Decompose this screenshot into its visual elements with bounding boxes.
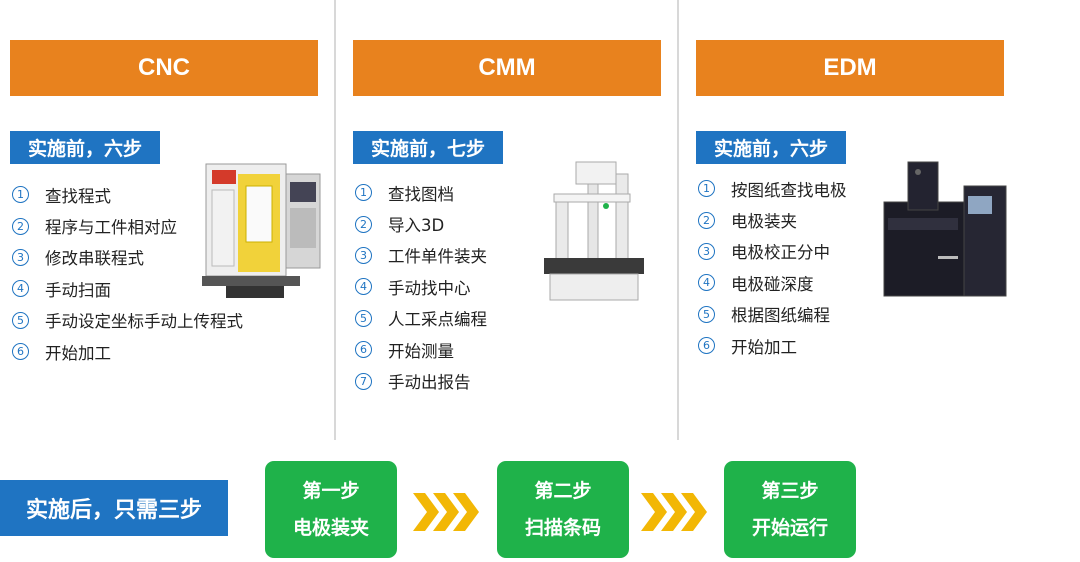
list-item: 1 查找程式 (10, 179, 243, 210)
list-item: 6 开始测量 (353, 334, 487, 365)
step-text: 手动设定坐标手动上传程式 (45, 312, 243, 332)
step-number: 3 (355, 246, 372, 264)
edm-header: EDM (696, 40, 1004, 96)
step-text: 开始加工 (45, 343, 111, 363)
chevron-arrows-icon (413, 493, 479, 531)
step-text: 电极碰深度 (731, 274, 814, 294)
step-title: 第一步 (302, 480, 360, 503)
edm-before-label: 实施前，六步 (696, 131, 847, 164)
cnc-column: CNC 实施前，六步 1 查找程式 2 程序与工件相对应 3 修改串联程式 4 手动扫面… (10, 40, 318, 363)
step-text: 查找图档 (388, 184, 454, 204)
list-item: 5 人工采点编程 (353, 303, 487, 334)
step-number: 4 (12, 280, 29, 298)
list-item: 1 按图纸查找电极 (696, 173, 847, 204)
step-number: 2 (12, 217, 29, 235)
edm-column: EDM 实施前，六步 1 按图纸查找电极 2 电极装夹 3 电极校正分中 4 电极碰深度… (696, 40, 1004, 357)
step-number: 6 (355, 341, 372, 359)
list-item: 3 工件单件装夹 (353, 240, 487, 271)
cnc-header: CNC (10, 40, 318, 96)
column-divider (677, 0, 679, 440)
edm-machine-image (883, 161, 1007, 297)
after-step-2: 第二步 扫描条码 (497, 461, 629, 558)
step-text: 开始测量 (388, 341, 454, 361)
step-desc: 电极装夹 (292, 516, 369, 539)
step-number: 6 (698, 337, 715, 355)
list-item: 2 电极装夹 (696, 204, 847, 235)
step-number: 1 (355, 184, 372, 202)
after-step-1: 第一步 电极装夹 (265, 461, 397, 558)
list-item: 7 手动出报告 (353, 365, 487, 396)
step-text: 根据图纸编程 (731, 306, 830, 326)
step-number: 4 (355, 278, 372, 296)
step-text: 手动扫面 (45, 280, 111, 300)
step-number: 5 (355, 309, 372, 327)
after-step-3: 第三步 开始运行 (724, 461, 856, 558)
step-number: 3 (12, 248, 29, 266)
step-text: 导入3D (388, 216, 445, 236)
chevron-arrows-icon (641, 493, 707, 531)
step-number: 3 (698, 242, 715, 260)
step-text: 电极校正分中 (731, 243, 830, 263)
step-number: 2 (355, 215, 372, 233)
step-text: 程序与工件相对应 (45, 218, 177, 238)
step-number: 4 (698, 274, 715, 292)
list-item: 4 手动扫面 (10, 273, 243, 304)
cmm-machine-image (544, 161, 644, 301)
list-item: 2 导入3D (353, 208, 487, 239)
list-item: 5 手动设定坐标手动上传程式 (10, 305, 243, 336)
step-number: 2 (698, 211, 715, 229)
step-number: 6 (12, 343, 29, 361)
cnc-step-list: 1 查找程式 2 程序与工件相对应 3 修改串联程式 4 手动扫面 5 手动设定坐标手动上… (10, 179, 243, 367)
list-item: 4 电极碰深度 (696, 267, 847, 298)
step-number: 1 (698, 180, 715, 198)
cmm-before-label: 实施前，七步 (353, 131, 504, 164)
step-text: 手动找中心 (388, 278, 471, 298)
step-text: 人工采点编程 (388, 310, 487, 330)
cnc-machine-image (202, 163, 321, 298)
cmm-step-list: 1 查找图档 2 导入3D 3 工件单件装夹 4 手动找中心 5 人工采点编程 6 开始测量… (353, 177, 487, 397)
list-item: 6 开始加工 (10, 336, 243, 367)
cmm-header: CMM (353, 40, 661, 96)
step-number: 1 (12, 186, 29, 204)
list-item: 1 查找图档 (353, 177, 487, 208)
cnc-before-label: 实施前，六步 (10, 131, 161, 164)
column-divider (334, 0, 336, 440)
step-title: 第三步 (761, 480, 819, 503)
step-text: 查找程式 (45, 186, 111, 206)
list-item: 3 修改串联程式 (10, 242, 243, 273)
after-implementation-label: 实施后，只需三步 (0, 480, 228, 536)
step-number: 5 (12, 311, 29, 329)
step-text: 按图纸查找电极 (731, 180, 847, 200)
step-text: 电极装夹 (731, 212, 797, 232)
step-text: 开始加工 (731, 337, 797, 357)
list-item: 4 手动找中心 (353, 271, 487, 302)
step-text: 修改串联程式 (45, 249, 144, 269)
list-item: 2 程序与工件相对应 (10, 210, 243, 241)
list-item: 6 开始加工 (696, 330, 847, 361)
list-item: 3 电极校正分中 (696, 236, 847, 267)
step-title: 第二步 (534, 480, 592, 503)
step-text: 工件单件装夹 (388, 247, 487, 267)
step-number: 5 (698, 305, 715, 323)
step-text: 手动出报告 (388, 373, 471, 393)
step-number: 7 (355, 372, 372, 390)
list-item: 5 根据图纸编程 (696, 299, 847, 330)
step-desc: 扫描条码 (524, 516, 601, 539)
step-desc: 开始运行 (751, 516, 828, 539)
